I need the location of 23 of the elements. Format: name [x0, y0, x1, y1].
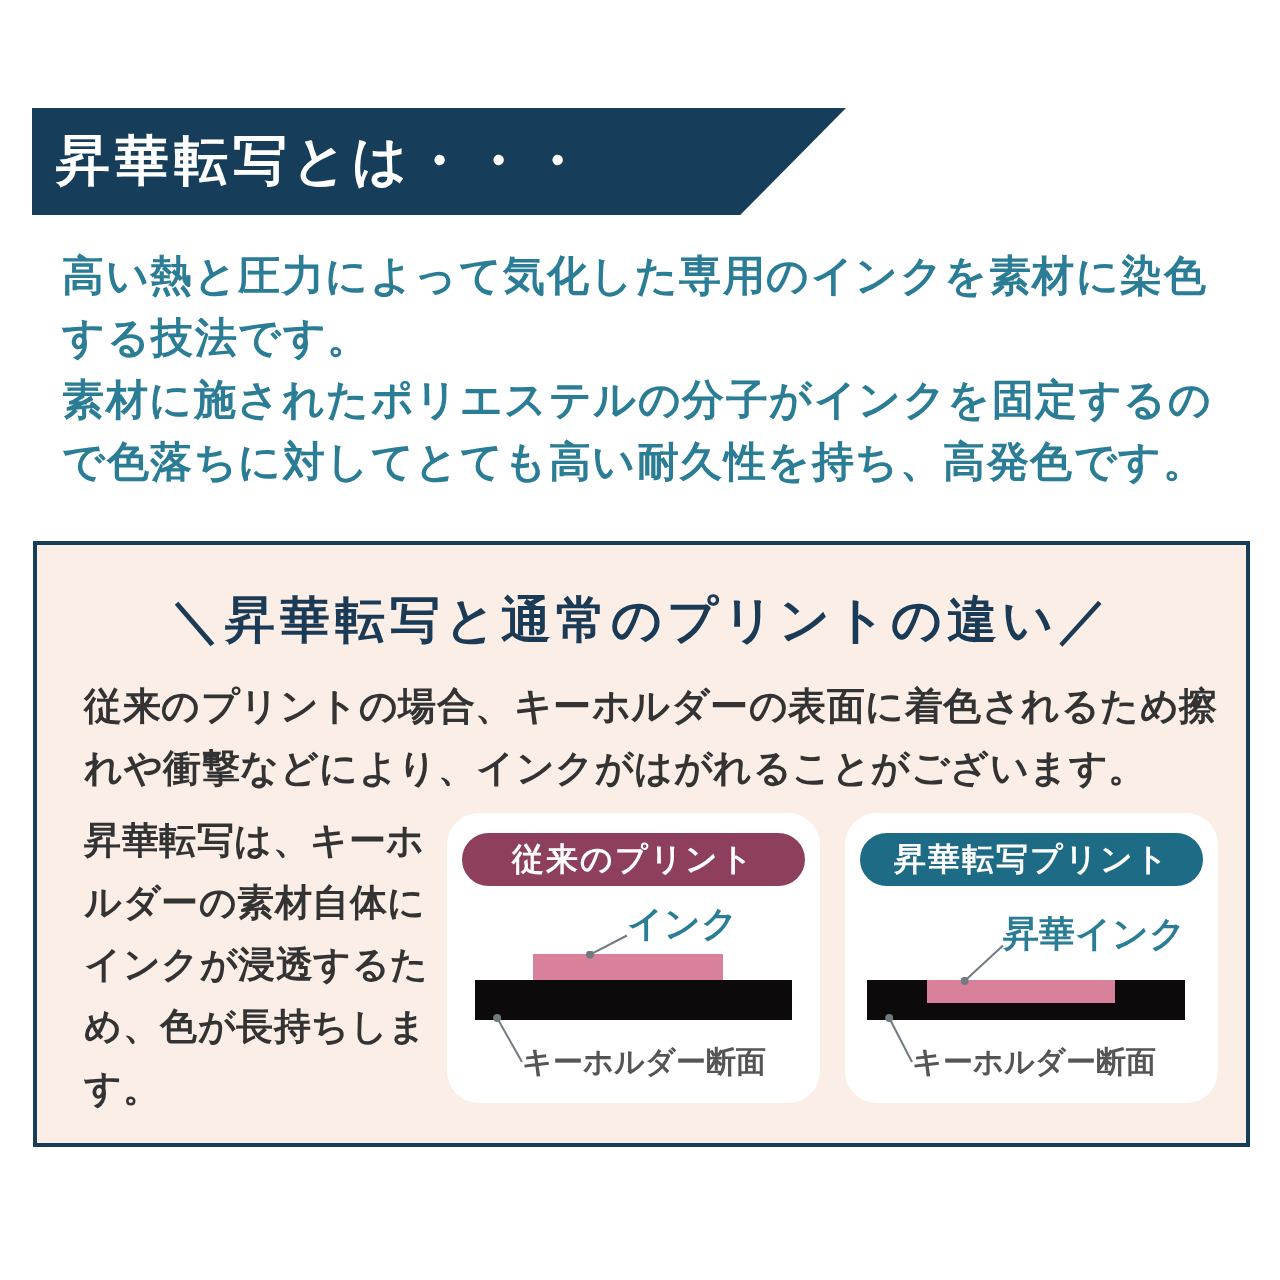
- callout-label: キーホルダー断面: [522, 1041, 802, 1083]
- leader-line: [960, 944, 1004, 985]
- leader-line: [885, 1014, 913, 1063]
- paragraph: 昇華転写は、キーホルダーの素材自体にインクが浸透するため、色が長持ちします。: [84, 818, 430, 1112]
- callout-label: 昇華インク: [1003, 911, 1203, 957]
- diagram-card: [447, 813, 820, 1103]
- callout-label: キーホルダー断面: [912, 1041, 1192, 1083]
- leader-line: [586, 934, 628, 959]
- leader-line: [493, 1014, 523, 1063]
- paragraph: 素材に施されたポリエステルの分子がインクを固定するので色落ちに対してとても高い耐久性を持ち、高発色です。: [62, 374, 1213, 488]
- comparison-panel: [33, 541, 1250, 1147]
- panel-heading: ＼昇華転写と通常のプリントの違い／: [169, 590, 1114, 651]
- title: 昇華転写とは・・・: [56, 130, 589, 192]
- paragraph: 従来のプリントの場合、キーホルダーの表面に着色されるため擦れや衝撃などにより、インクがはがれることがございます。: [84, 683, 1219, 792]
- diagram-card: [845, 813, 1218, 1103]
- cross-section-bar: [475, 980, 792, 1020]
- callout-label: インク: [627, 901, 747, 947]
- cross-section-bar: [867, 980, 1185, 1020]
- heading-pill: 従来のプリント: [462, 833, 805, 886]
- paragraph: 高い熱と圧力によって気化した専用のインクを素材に染色する技法です。: [62, 250, 1208, 364]
- ink-layer-bar: [533, 954, 723, 980]
- ink-layer-bar: [927, 980, 1115, 1003]
- heading-pill: 昇華転写プリント: [860, 833, 1203, 886]
